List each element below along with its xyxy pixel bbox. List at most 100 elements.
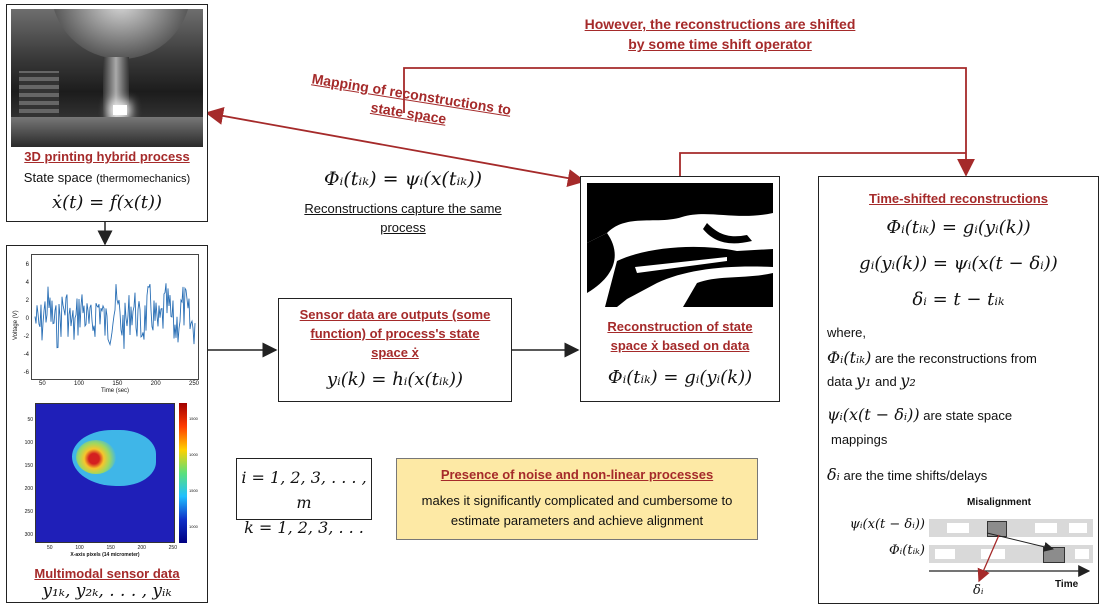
- ytick: -4: [23, 352, 29, 358]
- shift-note-line1: However, the reconstructions are shifted: [584, 16, 856, 32]
- outputs-line3: space ẋ: [371, 345, 419, 360]
- shift-note-line2: by some time shift operator: [628, 36, 812, 52]
- voltage-plot-xticks: 50 100 150 200 250: [39, 381, 199, 387]
- xtick: 50: [39, 381, 46, 387]
- sensor-title: Multimodal sensor data: [34, 566, 180, 581]
- xtick: 150: [106, 545, 115, 551]
- voltage-plot-xlabel: Time (sec): [100, 388, 130, 394]
- state-space-label: State space (thermomechanics): [7, 170, 207, 185]
- cbar-tick: 1000: [189, 524, 198, 529]
- misalignment-row2-label: Φᵢ(tᵢₖ): [889, 543, 925, 558]
- ytick: 6: [25, 262, 29, 268]
- sensor-equation: y₁ₖ, y₂ₖ, . . . , yᵢₖ: [42, 581, 172, 601]
- ytick: 4: [25, 280, 29, 286]
- def-state-mappings: ψᵢ(x(t − δᵢ)) are state space mappings: [827, 403, 1097, 452]
- def1-text: are the reconstructions from: [871, 351, 1037, 366]
- cbar-tick: 1000: [189, 452, 198, 457]
- center-caption-line1: Reconstructions capture the same: [304, 201, 502, 216]
- def2-text: are state space: [919, 408, 1013, 423]
- center-caption: Reconstructions capture the same process: [258, 199, 548, 237]
- index-line1: i = 1, 2, 3, . . . , m: [241, 468, 367, 512]
- shifted-eq3: δᵢ = t − tᵢₖ: [912, 289, 1005, 310]
- xtick: 250: [168, 545, 177, 551]
- def1-symbol: Φᵢ(tᵢₖ): [827, 348, 872, 367]
- outputs-line1: Sensor data are outputs (some: [299, 307, 491, 322]
- def-time-shifts: δᵢ are the time shifts/delays: [827, 465, 1097, 484]
- shifted-eq2: gᵢ(yᵢ(k)) = ψᵢ(x(t − δᵢ)): [859, 253, 1058, 274]
- heatmap-xlabel: X-axis pixels (14 micrometer): [70, 552, 140, 558]
- xtick: 100: [75, 545, 84, 551]
- cbar-tick: 1500: [189, 416, 198, 421]
- misalignment-arrows: [929, 532, 1091, 583]
- ytick: 0: [25, 316, 29, 322]
- outputs-equation: yᵢ(k) = hᵢ(x(tᵢₖ)): [326, 369, 464, 390]
- noise-body: makes it significantly complicated and c…: [397, 491, 757, 531]
- ytick: 100: [24, 440, 33, 446]
- voltage-series-line: [34, 283, 196, 349]
- xtick: 150: [112, 381, 123, 387]
- noise-line1: makes it significantly complicated and c…: [421, 493, 733, 508]
- ytick: 300: [24, 532, 33, 538]
- center-equation: Φᵢ(tᵢₖ) = ψᵢ(x(tᵢₖ)): [323, 168, 483, 190]
- def1-text2: data: [827, 374, 856, 389]
- ytick: -2: [23, 334, 29, 340]
- state-space-text: State space: [23, 170, 93, 185]
- def1-y1: y₁: [855, 371, 872, 390]
- binary-reconstruction-image: [587, 183, 773, 307]
- def2-text2: mappings: [831, 432, 888, 447]
- voltage-plot-svg: [31, 254, 199, 380]
- reconstruction-equation: Φᵢ(tᵢₖ) = gᵢ(yᵢ(k)): [607, 367, 753, 388]
- xtick: 200: [150, 381, 161, 387]
- ytick: 150: [24, 463, 33, 469]
- xtick: 50: [47, 545, 53, 551]
- shifted-eq1: Φᵢ(tᵢₖ) = gᵢ(yᵢ(k)): [886, 217, 1031, 238]
- misalignment-title: Misalignment: [967, 497, 1031, 508]
- reconstruction-title: Reconstruction of state space ẋ based on…: [581, 317, 779, 355]
- colorbar-ticks: 1500 1000 1500 1000: [189, 401, 203, 545]
- reconstruction-line1: Reconstruction of state: [607, 319, 753, 334]
- misalignment-row1-track: [929, 519, 1093, 537]
- reconstruction-box: Reconstruction of state space ẋ based on…: [580, 176, 780, 402]
- def2-symbol: ψᵢ(x(t − δᵢ)): [827, 405, 920, 424]
- misalignment-time-label: Time: [1055, 579, 1079, 590]
- printing-title: 3D printing hybrid process: [24, 149, 190, 164]
- heatmap-field: [35, 403, 175, 543]
- noise-note-box: Presence of noise and non-linear process…: [396, 458, 758, 540]
- xtick: 250: [188, 381, 199, 387]
- binary-image-svg: [587, 183, 773, 307]
- misalignment-delta-label: δᵢ: [973, 583, 984, 598]
- reconstruction-line2: space ẋ based on data: [610, 338, 750, 353]
- def1-y2: y₂: [900, 371, 916, 390]
- xtick: 100: [74, 381, 85, 387]
- noise-title: Presence of noise and non-linear process…: [440, 467, 714, 482]
- ytick: 250: [24, 509, 33, 515]
- outputs-line2: function) of process's state: [310, 326, 480, 341]
- state-equation: ẋ(t) = f(x(t)): [51, 192, 163, 213]
- def3-symbol: δᵢ: [827, 465, 840, 484]
- heatmap-colorbar: [179, 403, 187, 543]
- def3-text: are the time shifts/delays: [839, 468, 988, 483]
- def1-and: and: [871, 374, 901, 389]
- ytick: 50: [27, 417, 33, 423]
- shifted-title: Time-shifted reconstructions: [869, 191, 1048, 206]
- shift-operator-note: However, the reconstructions are shifted…: [520, 14, 920, 54]
- index-box: i = 1, 2, 3, . . . , m k = 1, 2, 3, . . …: [236, 458, 372, 537]
- index-equations: i = 1, 2, 3, . . . , m k = 1, 2, 3, . . …: [237, 465, 371, 540]
- index-line2: k = 1, 2, 3, . . .: [244, 518, 364, 537]
- center-caption-line2: process: [380, 220, 426, 235]
- ytick: 200: [24, 486, 33, 492]
- state-space-sub: (thermomechanics): [96, 173, 191, 185]
- time-shifted-box: Time-shifted reconstructions Φᵢ(tᵢₖ) = g…: [818, 176, 1099, 604]
- heatmap-yticks: 50 100 150 200 250 300: [11, 409, 33, 547]
- noise-line2: estimate parameters and achieve alignmen…: [450, 513, 704, 528]
- arrow-mapping-to-state-space: [205, 107, 586, 187]
- printing-process-box: 3D printing hybrid process State space (…: [6, 4, 208, 222]
- thermal-heatmap: 50 100 150 200 250 300 1500 1000 1500 10…: [11, 401, 203, 563]
- voltage-plot: Voltage (V) 6 4 2 0 -2 -4 -6 50 100 150 …: [11, 250, 203, 396]
- xtick: 200: [137, 545, 146, 551]
- where-label: where,: [827, 325, 867, 340]
- misalignment-row1-label: ψᵢ(x(t − δᵢ)): [849, 517, 925, 532]
- heatmap-xticks: 50 100 150 200 250: [47, 545, 177, 551]
- outputs-title: Sensor data are outputs (some function) …: [279, 305, 511, 362]
- voltage-plot-yticks: 6 4 2 0 -2 -4 -6: [11, 256, 29, 382]
